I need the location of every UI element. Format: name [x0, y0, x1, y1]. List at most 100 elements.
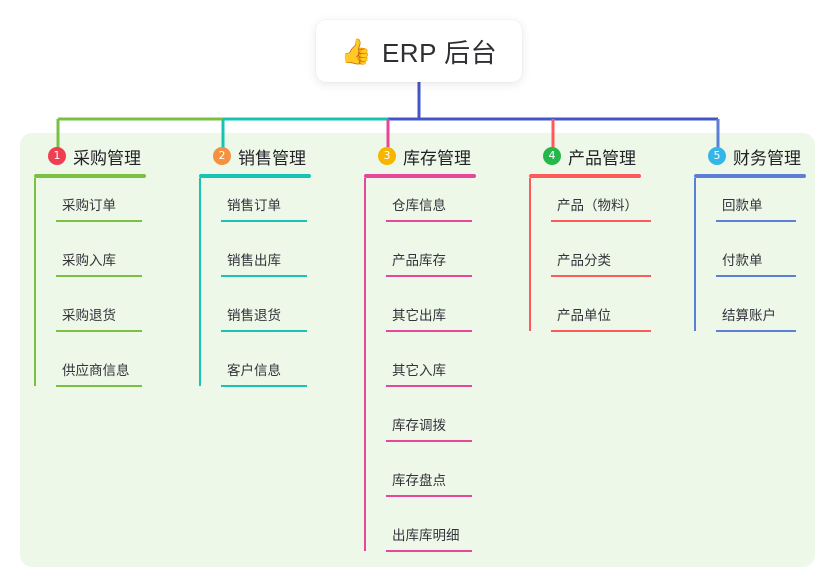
leaf-label: 客户信息	[227, 363, 281, 378]
leaf-node[interactable]: 产品分类	[529, 233, 651, 288]
root-node[interactable]: 👍 ERP 后台	[316, 20, 522, 82]
column-header-4[interactable]: 4 产品管理	[529, 144, 641, 168]
leaf-underline	[221, 385, 307, 387]
leaf-label: 回款单	[722, 198, 763, 213]
column-spine-5	[694, 178, 696, 331]
leaf-label: 采购订单	[62, 198, 116, 213]
column-items-3: 仓库信息产品库存其它出库其它入库库存调拨库存盘点出库库明细	[364, 178, 476, 563]
leaf-node[interactable]: 仓库信息	[364, 178, 476, 233]
column-underline-1	[34, 174, 146, 178]
leaf-label: 产品分类	[557, 253, 611, 268]
column-title-5: 财务管理	[733, 148, 801, 168]
leaf-underline	[716, 330, 796, 332]
column-spine-4	[529, 178, 531, 331]
leaf-label: 销售出库	[227, 253, 281, 268]
leaf-label: 产品库存	[392, 253, 446, 268]
leaf-underline	[386, 275, 472, 277]
leaf-underline	[221, 330, 307, 332]
column-badge-2: 2	[213, 147, 231, 165]
leaf-underline	[386, 220, 472, 222]
column-5: 5 财务管理回款单付款单结算账户	[694, 144, 806, 343]
leaf-underline	[56, 220, 142, 222]
leaf-label: 出库库明细	[392, 528, 460, 543]
leaf-label: 仓库信息	[392, 198, 446, 213]
leaf-node[interactable]: 产品（物料）	[529, 178, 651, 233]
column-items-5: 回款单付款单结算账户	[694, 178, 806, 343]
leaf-underline	[221, 220, 307, 222]
leaf-label: 产品（物料）	[557, 198, 638, 213]
leaf-label: 库存盘点	[392, 473, 446, 488]
leaf-node[interactable]: 付款单	[694, 233, 806, 288]
leaf-node[interactable]: 回款单	[694, 178, 806, 233]
leaf-label: 付款单	[722, 253, 763, 268]
leaf-underline	[386, 495, 472, 497]
leaf-label: 销售订单	[227, 198, 281, 213]
column-title-4: 产品管理	[568, 148, 636, 168]
leaf-label: 销售退货	[227, 308, 281, 323]
leaf-underline	[221, 275, 307, 277]
column-badge-5: 5	[708, 147, 726, 165]
leaf-label: 供应商信息	[62, 363, 130, 378]
leaf-label: 其它入库	[392, 363, 446, 378]
leaf-node[interactable]: 销售退货	[199, 288, 311, 343]
column-header-5[interactable]: 5 财务管理	[694, 144, 806, 168]
leaf-label: 其它出库	[392, 308, 446, 323]
column-title-1: 采购管理	[73, 148, 141, 168]
content-panel	[20, 133, 815, 567]
leaf-node[interactable]: 采购订单	[34, 178, 146, 233]
leaf-underline	[386, 330, 472, 332]
column-4: 4 产品管理产品（物料） 产品分类产品单位	[529, 144, 651, 343]
column-title-2: 销售管理	[238, 148, 306, 168]
leaf-node[interactable]: 销售订单	[199, 178, 311, 233]
column-badge-3: 3	[378, 147, 396, 165]
leaf-node[interactable]: 产品单位	[529, 288, 651, 343]
column-2: 2 销售管理销售订单销售出库销售退货客户信息	[199, 144, 311, 398]
leaf-underline	[551, 275, 651, 277]
leaf-underline	[386, 550, 472, 552]
leaf-underline	[56, 275, 142, 277]
column-underline-2	[199, 174, 311, 178]
leaf-node[interactable]: 出库库明细	[364, 508, 476, 563]
leaf-underline	[56, 385, 142, 387]
leaf-label: 结算账户	[722, 308, 776, 323]
leaf-underline	[386, 385, 472, 387]
leaf-underline	[551, 220, 651, 222]
column-items-1: 采购订单采购入库采购退货供应商信息	[34, 178, 146, 398]
column-header-2[interactable]: 2 销售管理	[199, 144, 311, 168]
leaf-node[interactable]: 采购入库	[34, 233, 146, 288]
leaf-node[interactable]: 结算账户	[694, 288, 806, 343]
leaf-label: 采购入库	[62, 253, 116, 268]
column-underline-4	[529, 174, 641, 178]
leaf-node[interactable]: 产品库存	[364, 233, 476, 288]
leaf-node[interactable]: 库存盘点	[364, 453, 476, 508]
leaf-node[interactable]: 销售出库	[199, 233, 311, 288]
column-items-2: 销售订单销售出库销售退货客户信息	[199, 178, 311, 398]
column-underline-5	[694, 174, 806, 178]
column-underline-3	[364, 174, 476, 178]
column-spine-3	[364, 178, 366, 551]
column-items-4: 产品（物料） 产品分类产品单位	[529, 178, 651, 343]
thumbs-up-icon: 👍	[340, 36, 372, 66]
leaf-node[interactable]: 库存调拨	[364, 398, 476, 453]
leaf-underline	[716, 220, 796, 222]
column-badge-1: 1	[48, 147, 66, 165]
leaf-label: 库存调拨	[392, 418, 446, 433]
root-title: ERP 后台	[381, 37, 498, 68]
column-header-3[interactable]: 3 库存管理	[364, 144, 476, 168]
column-header-1[interactable]: 1 采购管理	[34, 144, 146, 168]
leaf-label: 采购退货	[62, 308, 116, 323]
column-3: 3 库存管理仓库信息产品库存其它出库其它入库库存调拨库存盘点出库库明细	[364, 144, 476, 563]
leaf-node[interactable]: 采购退货	[34, 288, 146, 343]
leaf-node[interactable]: 供应商信息	[34, 343, 146, 398]
leaf-label: 产品单位	[557, 308, 611, 323]
leaf-node[interactable]: 客户信息	[199, 343, 311, 398]
column-spine-2	[199, 178, 201, 386]
leaf-node[interactable]: 其它出库	[364, 288, 476, 343]
leaf-underline	[551, 330, 651, 332]
leaf-node[interactable]: 其它入库	[364, 343, 476, 398]
column-spine-1	[34, 178, 36, 386]
leaf-underline	[56, 330, 142, 332]
column-title-3: 库存管理	[403, 148, 471, 168]
column-badge-4: 4	[543, 147, 561, 165]
